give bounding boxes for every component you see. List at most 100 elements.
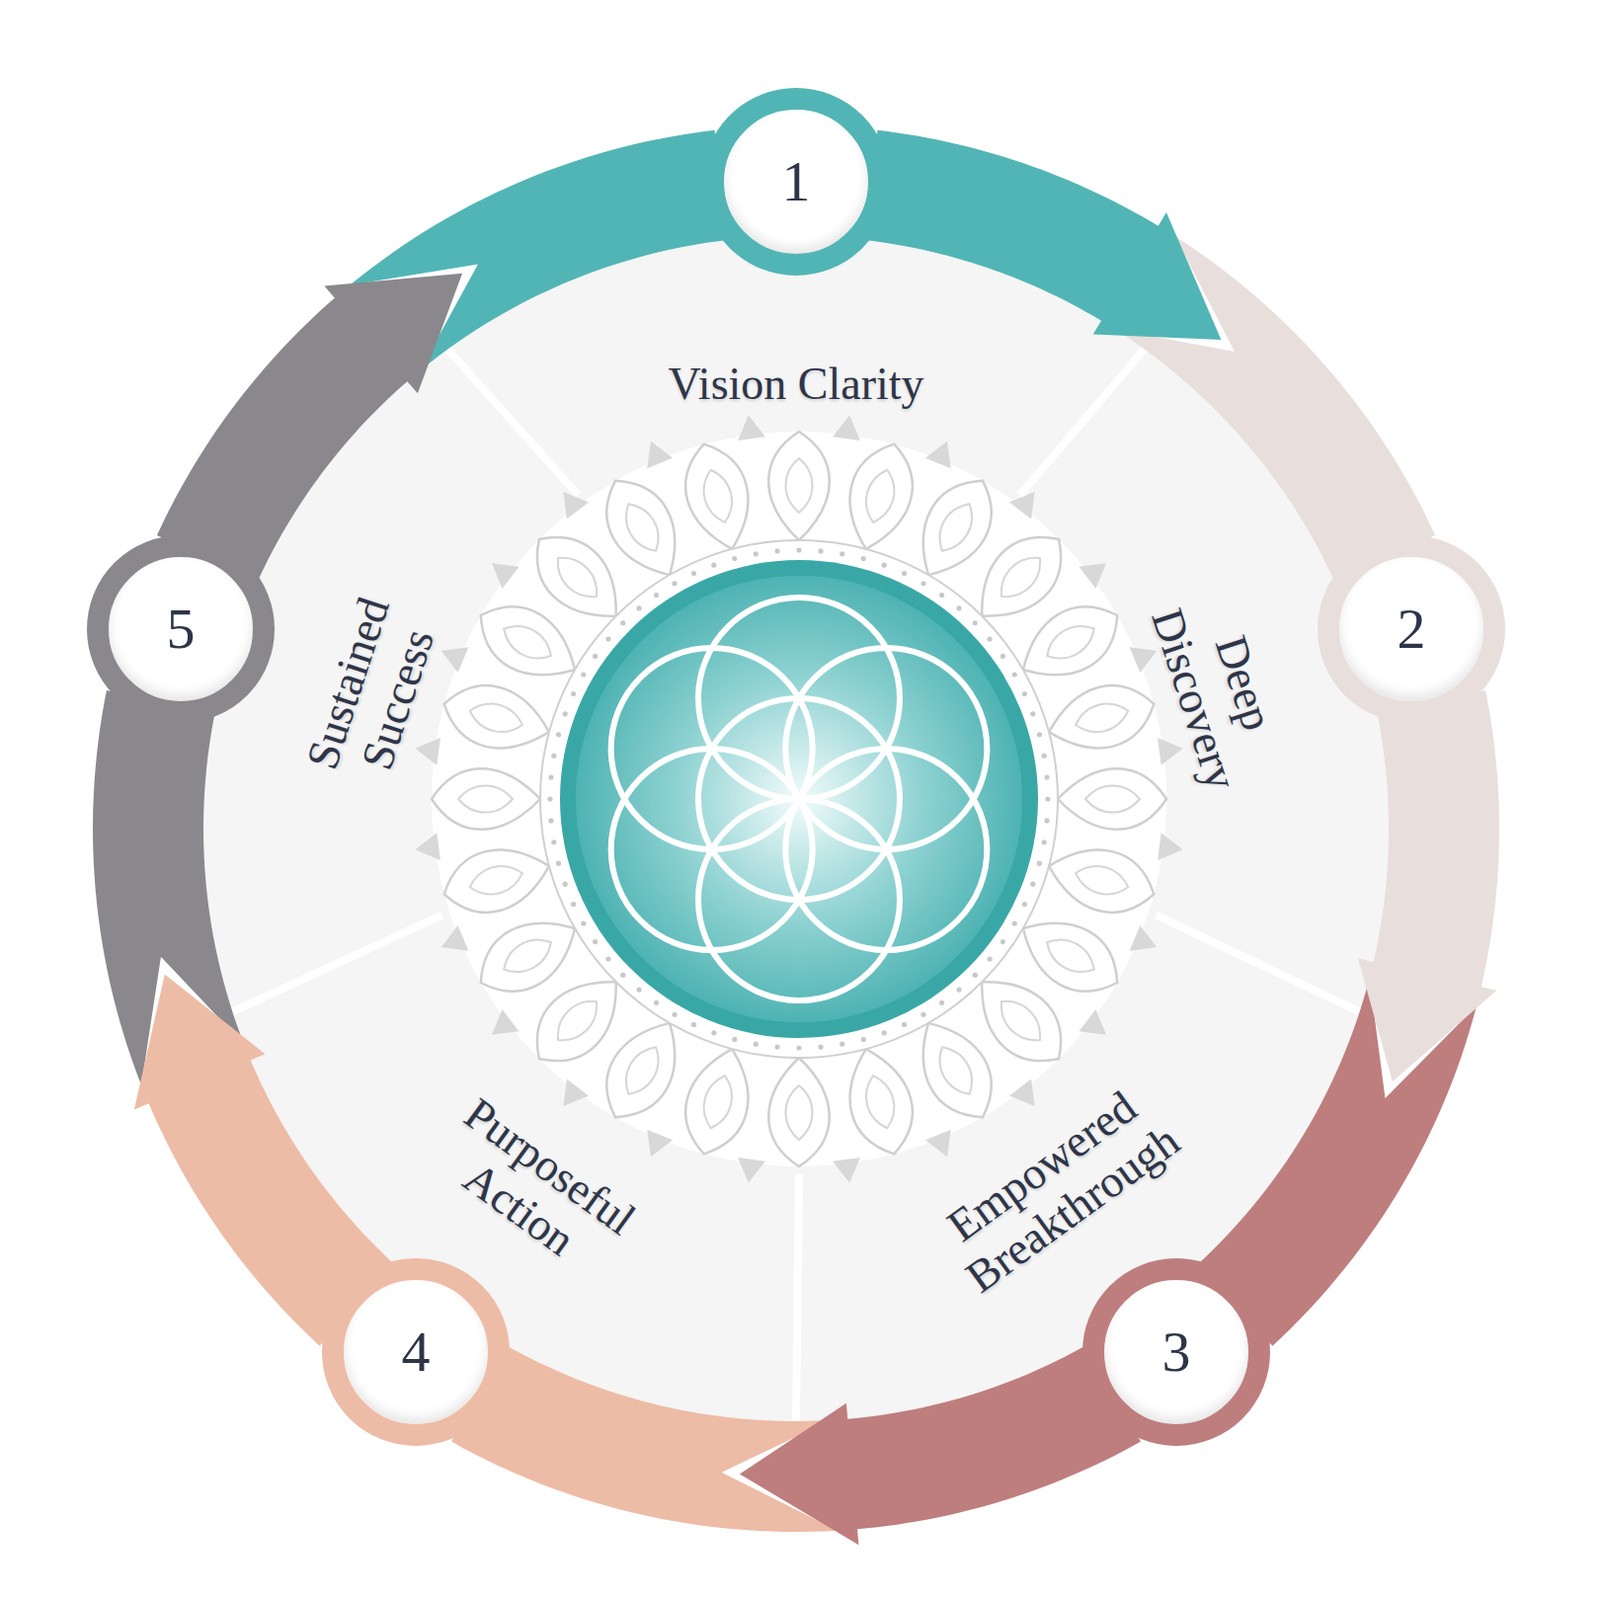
mandala-dot [861, 556, 867, 561]
mandala-dot [570, 901, 576, 907]
mandala-dot [1030, 711, 1036, 717]
mandala-point [638, 435, 673, 469]
phase-label: Sustained Success [296, 591, 451, 793]
cycle-arrow [157, 130, 728, 582]
mandala-point [925, 435, 960, 469]
mandala-point [832, 1157, 864, 1185]
mandala-dot [986, 636, 992, 641]
mandala-dot [881, 1030, 887, 1036]
mandala-dot [796, 1044, 801, 1050]
arrow-band-head [739, 1345, 1141, 1545]
mandala-dot [1012, 671, 1018, 677]
mandala-point [1009, 1078, 1046, 1115]
mandala-dot [986, 956, 992, 961]
mandala-dot [920, 580, 926, 586]
mandala-petal-inner [466, 698, 526, 738]
mandala-point [413, 734, 441, 766]
cycle-arrow [92, 690, 395, 1347]
mandala-dot [1043, 817, 1049, 823]
mandala-dot [839, 551, 845, 557]
mandala-petal-inner [1085, 786, 1140, 813]
mandala-petal-inner [930, 496, 981, 558]
mandala-point [1078, 1009, 1115, 1046]
mandala-dot [636, 605, 641, 611]
mandala-petal-inner [698, 1072, 738, 1132]
mandala-dot [592, 653, 598, 659]
mandala-dot [671, 580, 677, 586]
mandala-dot [551, 753, 557, 759]
mandala-point [638, 1129, 673, 1163]
mandala-dot [1043, 774, 1049, 780]
mandala-dot [1022, 901, 1028, 907]
mandala-dot [636, 986, 641, 992]
mandala-dot [556, 861, 561, 867]
mandala-dot [1022, 691, 1028, 697]
mandala-dot [691, 1022, 697, 1028]
mandala-dot [547, 796, 553, 801]
mandala-petal [674, 436, 762, 558]
mandala-dot [551, 839, 557, 845]
mandala-dot [972, 972, 978, 978]
mandala-dot [605, 636, 611, 641]
step-number: 5 [166, 600, 196, 658]
mandala-dot [1041, 839, 1047, 845]
mandala-dot [562, 711, 568, 717]
mandala-dot [956, 605, 961, 611]
step-badge: 4 [321, 1258, 510, 1446]
mandala-dot [1044, 796, 1050, 801]
mandala-petal-inner [786, 458, 813, 513]
mandala-dot [691, 570, 697, 576]
mandala-petal [836, 1040, 924, 1162]
mandala-petal [674, 1040, 762, 1162]
arrow-band-head [865, 130, 1222, 340]
mandala-point [413, 832, 441, 864]
phase-label: Purposeful Action [424, 1088, 645, 1289]
mandala-petal [836, 436, 924, 558]
mandala-dot [562, 881, 568, 887]
mandala-dot [817, 1043, 823, 1049]
mandala-dot [753, 551, 759, 557]
phase-label: Deep Discovery [1139, 586, 1297, 797]
mandala-petal-inner [466, 860, 526, 900]
mandala-point [1129, 925, 1163, 960]
mandala-dot [956, 986, 961, 992]
seed-circle [611, 647, 813, 850]
mandala-ring [540, 540, 1058, 1058]
mandala-point [435, 925, 469, 960]
step-number: 2 [1396, 600, 1426, 658]
mandala-dot [939, 1000, 945, 1006]
mandala-petal-inner [1040, 930, 1101, 981]
mandala-petal-inner [549, 992, 607, 1050]
mandala-dot [556, 731, 561, 737]
mandala-dot [605, 956, 611, 961]
mandala-petal [1040, 674, 1162, 762]
mandala-petal [436, 674, 558, 762]
mandala-dot [653, 1000, 659, 1006]
step-badge: 3 [1082, 1258, 1271, 1446]
mandala-dot [1000, 939, 1006, 945]
mandala-petal [436, 836, 558, 924]
mandala-petal [1057, 768, 1167, 830]
mandala-dot [796, 547, 801, 553]
mandala-dot [881, 562, 887, 568]
mandala-dot [1041, 753, 1047, 759]
seed-rim [560, 560, 1039, 1039]
step-number: 1 [782, 153, 811, 211]
sector-divider [1019, 349, 1144, 496]
mandala-petal-inner [549, 549, 607, 607]
mandala-point [925, 1129, 960, 1163]
mandala-dot [580, 671, 586, 677]
step-number: 4 [401, 1323, 431, 1381]
mandala-dot [653, 592, 659, 598]
arrow-band-head [1358, 690, 1500, 1082]
mandala-petal [768, 1057, 830, 1167]
mandala-petal-inner [617, 496, 668, 558]
mandala-dot [1012, 920, 1018, 926]
mandala-dot [1037, 731, 1042, 737]
step-number: 3 [1161, 1323, 1191, 1381]
mandala-dot [774, 548, 780, 554]
mandala-dot [570, 691, 576, 697]
mandala-dot [861, 1037, 867, 1042]
mandala-petal-inner [496, 930, 558, 981]
mandala-petal [1040, 836, 1162, 924]
